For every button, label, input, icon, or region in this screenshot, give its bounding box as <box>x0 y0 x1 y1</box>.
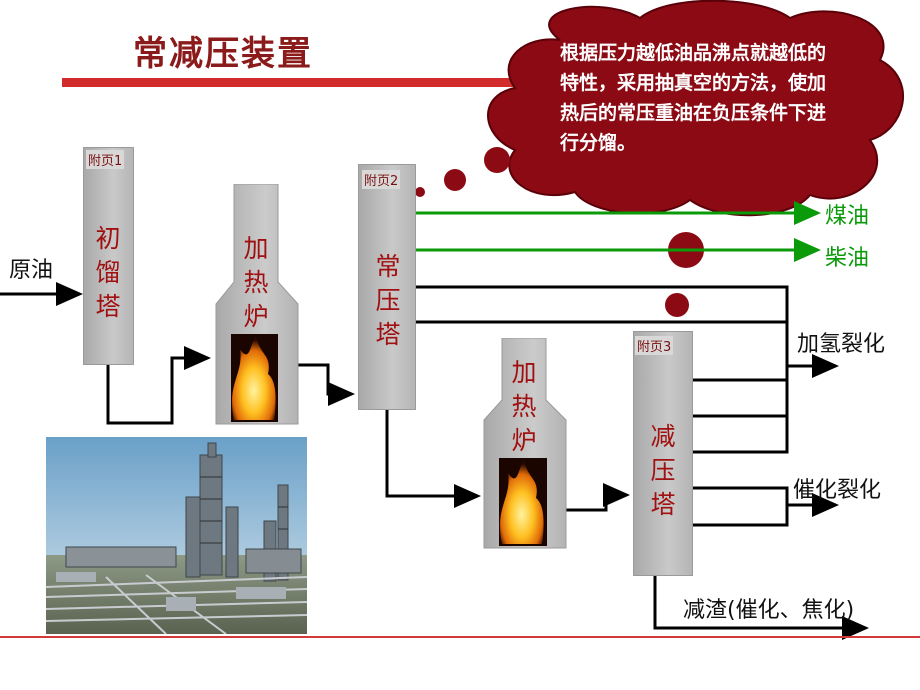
flame-icon-1 <box>231 336 276 420</box>
furnace1-label: 加热炉 <box>243 234 269 331</box>
t3-draw4 <box>693 486 789 527</box>
bubble-dot-2 <box>444 169 466 191</box>
t2-to-f2 <box>385 410 481 508</box>
furnace2-label: 加热炉 <box>511 358 537 455</box>
callout-text: 根据压力越低油品沸点就越低的特性，采用抽真空的方法，使加热后的常压重油在负压条件… <box>560 42 827 154</box>
f1-to-t2 <box>298 363 355 406</box>
t1-to-f1 <box>106 346 211 425</box>
hydrocracking-label: 加氢裂化 <box>797 332 886 357</box>
tower-atmospheric <box>358 164 416 410</box>
title-underline <box>62 78 532 87</box>
furnace-1 <box>215 184 299 425</box>
footer-line <box>0 636 920 638</box>
furnace-2 <box>483 338 567 549</box>
feed-label: 原油 <box>9 258 54 283</box>
t3-draw3 <box>693 366 789 454</box>
tower3-label: 减压塔 <box>650 422 676 519</box>
catcracking-label: 催化裂化 <box>793 478 882 503</box>
tower2-label: 常压塔 <box>375 252 401 349</box>
tower-vacuum <box>633 331 693 576</box>
refinery-photo <box>46 437 307 634</box>
page-title: 常减压装置 <box>133 34 313 74</box>
residue-label: 减渣(催化、焦化) <box>683 598 855 623</box>
kerosene-label: 煤油 <box>825 204 870 229</box>
tower2-tag: 附页2 <box>362 170 401 189</box>
diesel-label: 柴油 <box>825 246 870 271</box>
tower3-tag: 附页3 <box>635 336 674 355</box>
f2-to-t3 <box>566 483 630 512</box>
t2-draw3 <box>416 285 789 366</box>
flame-icon-2 <box>499 460 544 544</box>
bubble-dot-5 <box>665 293 689 317</box>
tower-initial <box>83 147 134 365</box>
to-residue <box>653 576 869 640</box>
bubble-dot-3 <box>415 187 425 197</box>
tower1-label: 初馏塔 <box>95 224 121 321</box>
bubble-dot-1 <box>484 147 510 173</box>
tower1-tag: 附页1 <box>86 150 125 169</box>
